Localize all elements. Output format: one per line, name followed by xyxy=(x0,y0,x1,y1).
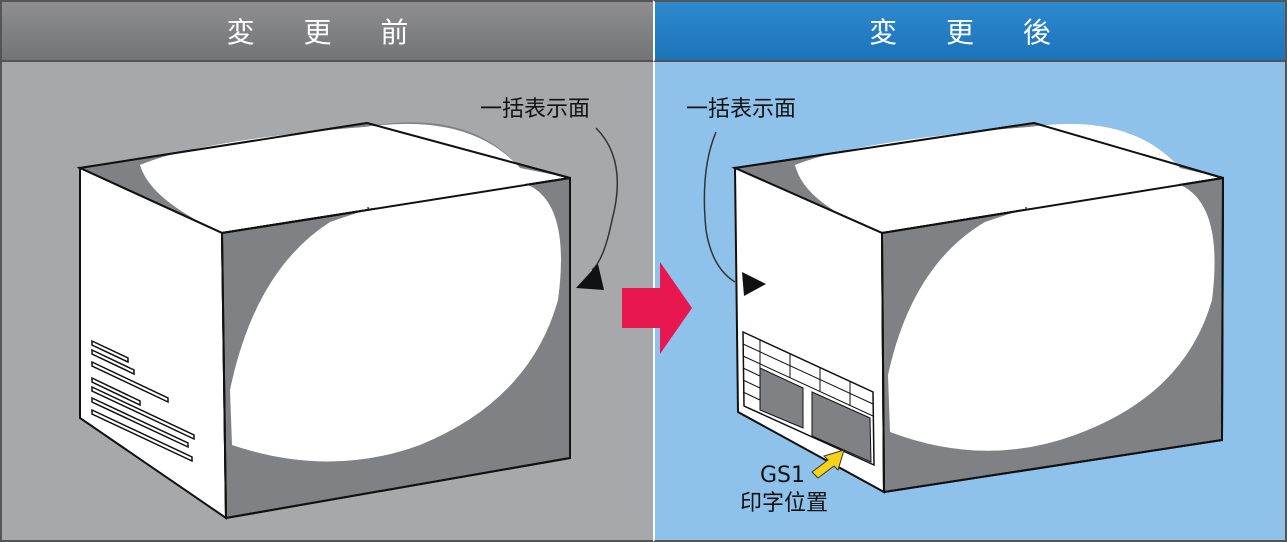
before-box xyxy=(76,121,619,520)
before-pointer-line xyxy=(591,127,619,271)
after-header-label: 変 更 後 xyxy=(869,16,1071,49)
after-pointer-icon xyxy=(742,272,766,296)
before-face-label: 一括表示面 xyxy=(480,97,590,122)
gs1-label-line1: GS1 xyxy=(760,463,805,488)
before-box-front-swoosh xyxy=(230,182,561,462)
after-box xyxy=(703,121,1225,494)
after-box-front-swoosh xyxy=(888,182,1215,451)
before-box-top-swoosh xyxy=(140,123,520,208)
gs1-label-line2: 印字位置 xyxy=(740,491,828,516)
after-header: 変 更 後 xyxy=(653,0,1287,62)
after-label-grid xyxy=(742,330,875,467)
after-face-label: 一括表示面 xyxy=(686,97,796,122)
before-label-lines xyxy=(91,339,195,463)
before-header-label: 変 更 前 xyxy=(226,16,429,49)
yellow-arrow-icon xyxy=(811,449,845,479)
right-arrow-icon xyxy=(622,262,692,354)
before-header: 変 更 前 xyxy=(0,0,653,62)
after-pointer-line xyxy=(703,131,736,283)
before-pointer-icon xyxy=(576,264,604,290)
